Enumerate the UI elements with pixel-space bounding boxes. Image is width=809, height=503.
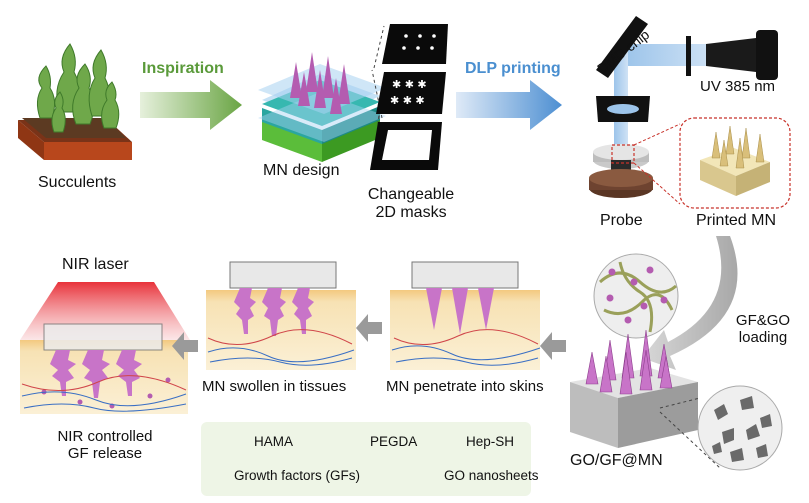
- legend-go-nanosheets: GO nanosheets: [444, 468, 539, 483]
- mix-circle: [593, 253, 679, 339]
- inspiration-arrow-icon: [140, 80, 242, 130]
- penetrate-panel: [390, 261, 541, 370]
- label-dlp-printing: DLP printing: [465, 60, 561, 77]
- label-masks: Changeable 2D masks: [367, 186, 455, 222]
- mn-design-icon: [258, 52, 386, 162]
- go-nanosheet-circle: [697, 385, 783, 471]
- uv-lamp-icon: [706, 30, 778, 80]
- objective-plate: [596, 96, 650, 122]
- dlp-arrow-icon: [456, 80, 562, 130]
- nir-panel: [20, 282, 190, 414]
- zoom-lines: [633, 123, 681, 205]
- microneedle-patch-icon: [570, 329, 698, 448]
- succulent-pot-icon: [18, 43, 132, 160]
- label-swollen: MN swollen in tissues: [202, 378, 347, 395]
- arrow-icon: [356, 314, 382, 342]
- label-nir-laser: NIR laser: [62, 256, 129, 273]
- label-loading: GF&GO loading: [735, 312, 791, 347]
- label-penetrate: MN penetrate into skins: [386, 378, 544, 395]
- lens-plate: [686, 36, 691, 76]
- arrow-icon: [540, 332, 566, 360]
- probe-icon: [589, 144, 653, 198]
- legend-growth-factors: Growth factors (GFs): [234, 468, 361, 483]
- legend-box: [201, 422, 531, 496]
- legend-hep-sh: Hep-SH: [466, 434, 515, 449]
- zoom-box: [611, 144, 635, 164]
- printed-mn-icon: [700, 125, 770, 196]
- loading-arrow-icon: [642, 236, 738, 370]
- arrow-icon: [172, 332, 198, 360]
- mask-icon: ✱ ✱ ✱ ✱ ✱ ✱: [370, 24, 448, 170]
- label-go-gf-mn: GO/GF@MN: [570, 452, 663, 469]
- block-zoom-lines: [659, 397, 721, 469]
- label-probe: Probe: [600, 212, 643, 229]
- label-uv: UV 385 nm: [700, 78, 776, 95]
- legend-pegda: PEGDA: [370, 434, 418, 449]
- label-mn-design: MN design: [263, 162, 340, 179]
- label-succulents: Succulents: [38, 174, 117, 191]
- legend-hama: HAMA: [254, 434, 294, 449]
- label-inspiration: Inspiration: [142, 60, 224, 77]
- svg-text:✱ ✱ ✱: ✱ ✱ ✱: [392, 78, 427, 91]
- svg-text:✱ ✱ ✱: ✱ ✱ ✱: [390, 94, 425, 107]
- label-nir-release: NIR controlled GF release: [57, 428, 153, 463]
- swollen-panel: [206, 261, 356, 370]
- label-printed-mn: Printed MN: [696, 212, 777, 229]
